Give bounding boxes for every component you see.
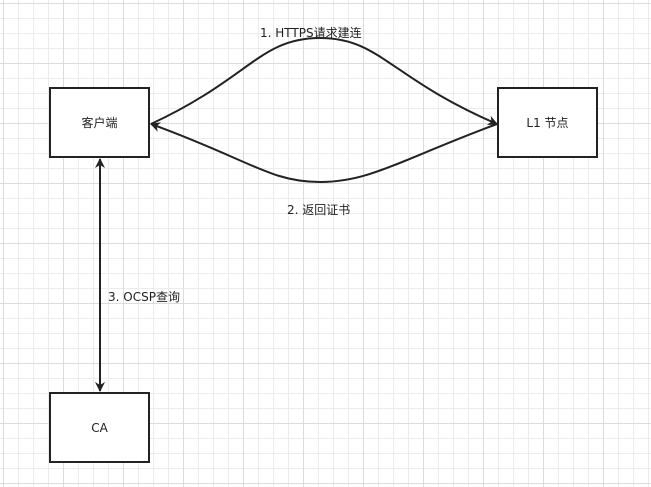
ca-node[interactable]: CA [49, 392, 150, 463]
ocsp-query-label: 3. OCSP查询 [108, 290, 180, 304]
ca-label: CA [91, 420, 108, 435]
https-request-edge [150, 36, 498, 126]
client-label: 客户端 [81, 116, 118, 130]
https-request-label: 1. HTTPS请求建连 [260, 26, 362, 40]
l1-label: L1 节点 [526, 116, 569, 130]
return-cert-edge [150, 122, 498, 184]
client-node[interactable]: 客户端 [49, 87, 150, 158]
return-cert-label: 2. 返回证书 [287, 203, 351, 217]
l1-node[interactable]: L1 节点 [497, 87, 598, 158]
